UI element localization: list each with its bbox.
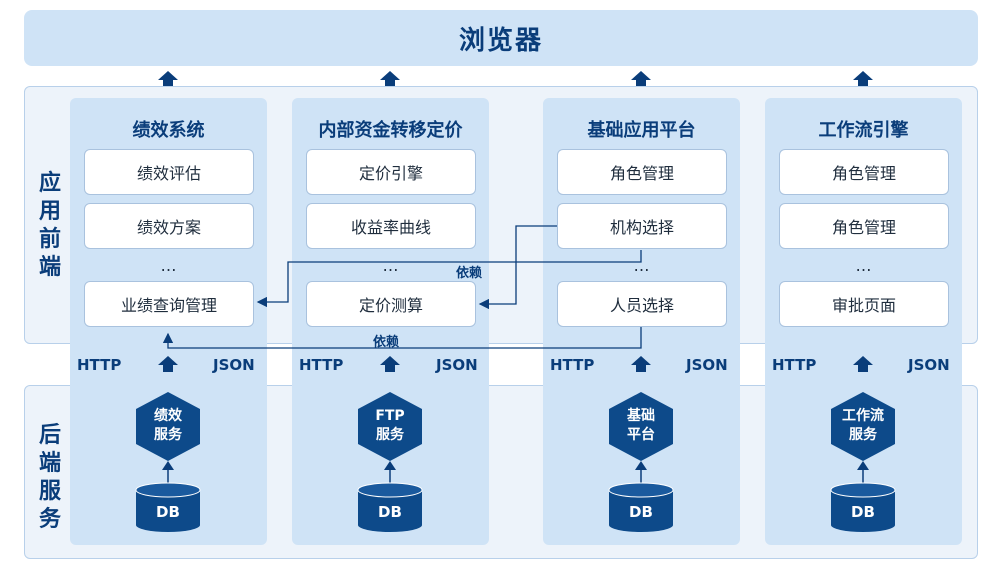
protocol-http: HTTP (299, 356, 344, 374)
ellipsis: … (855, 256, 873, 275)
service-label-workflow: 工作流 服务 (831, 407, 895, 445)
service-line-2: 服务 (376, 427, 404, 443)
box-pricing-calc[interactable]: 定价测算 (306, 281, 476, 327)
ellipsis: … (160, 256, 178, 275)
service-line-1: FTP (375, 408, 405, 424)
box-approval-page[interactable]: 审批页面 (779, 281, 949, 327)
dependency-label: 依赖 (373, 335, 400, 350)
box-performance-plan[interactable]: 绩效方案 (84, 203, 254, 249)
db-label: DB (851, 503, 875, 521)
dependency-line (162, 327, 642, 349)
db-arrow-icon (162, 461, 869, 486)
box-yield-curve[interactable]: 收益率曲线 (306, 203, 476, 249)
column-title-ftp: 内部资金转移定价 (318, 120, 463, 141)
box-org-select[interactable]: 机构选择 (557, 203, 727, 249)
box-role-mgmt-2[interactable]: 角色管理 (779, 149, 949, 195)
box-role-mgmt-3[interactable]: 角色管理 (779, 203, 949, 249)
box-pricing-engine[interactable]: 定价引擎 (306, 149, 476, 195)
db-label: DB (156, 503, 180, 521)
protocol-json: JSON (436, 356, 478, 374)
box-role-mgmt[interactable]: 角色管理 (557, 149, 727, 195)
protocol-json: JSON (908, 356, 950, 374)
up-arrow-icon (158, 71, 873, 86)
protocol-arrow-icon (158, 356, 873, 372)
service-hexagon-icon (136, 392, 895, 461)
box-performance-query[interactable]: 业绩查询管理 (84, 281, 254, 327)
dependency-line (256, 250, 642, 308)
db-label: DB (378, 503, 402, 521)
service-line-2: 平台 (627, 427, 655, 443)
protocol-json: JSON (686, 356, 728, 374)
ellipsis: … (633, 256, 651, 275)
frontend-label: 应用前端 (38, 171, 61, 280)
service-line-1: 工作流 (842, 408, 884, 424)
protocol-http: HTTP (550, 356, 595, 374)
column-title-workflow: 工作流引擎 (818, 120, 909, 141)
dependency-line (478, 225, 557, 310)
backend-label: 后端服务 (38, 423, 61, 532)
protocol-json: JSON (213, 356, 255, 374)
service-line-1: 绩效 (154, 408, 182, 424)
database-icon (135, 482, 896, 532)
service-line-1: 基础 (627, 408, 655, 424)
db-label: DB (629, 503, 653, 521)
column-title-performance: 绩效系统 (132, 120, 205, 141)
box-performance-eval[interactable]: 绩效评估 (84, 149, 254, 195)
service-label-platform: 基础 平台 (609, 407, 673, 445)
box-person-select[interactable]: 人员选择 (557, 281, 727, 327)
dependency-label: 依赖 (456, 266, 483, 281)
service-label-performance: 绩效 服务 (136, 407, 200, 445)
ellipsis: … (382, 256, 400, 275)
column-title-platform: 基础应用平台 (587, 120, 696, 141)
service-label-ftp: FTP 服务 (358, 407, 422, 445)
browser-bar: 浏览器 (24, 10, 978, 66)
protocol-http: HTTP (772, 356, 817, 374)
service-line-2: 服务 (849, 427, 877, 443)
protocol-http: HTTP (77, 356, 122, 374)
service-line-2: 服务 (154, 427, 182, 443)
